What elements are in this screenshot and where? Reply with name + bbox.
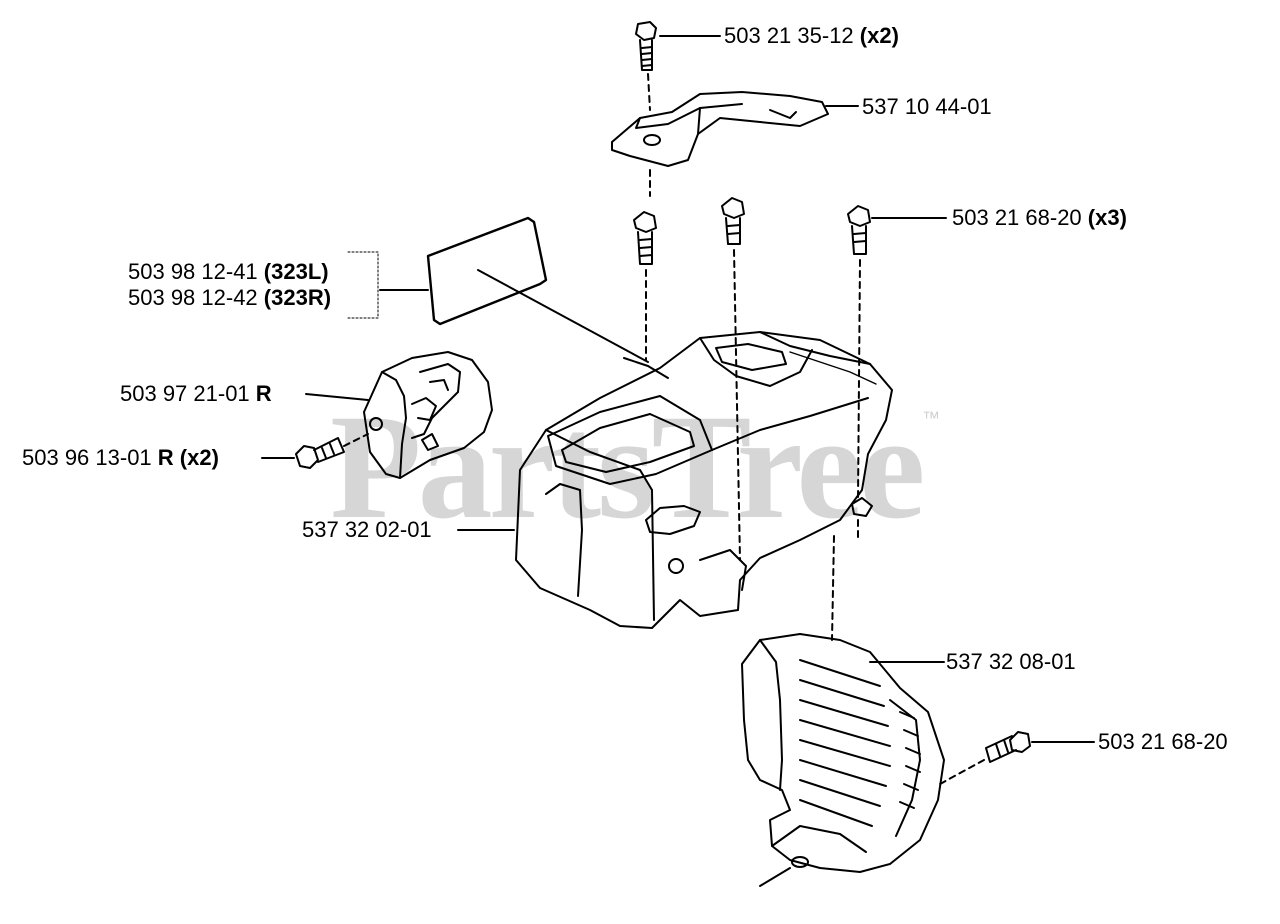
lower-screw	[985, 731, 1031, 763]
callout-lower-cover: 537 32 08-01	[946, 649, 1076, 674]
mid-screw-2	[721, 197, 745, 245]
trademark-mark: ™	[922, 408, 940, 428]
callout-screw-top: 503 21 35-12 (x2)	[724, 23, 899, 48]
side-screw	[295, 437, 345, 469]
callout-decal-r: 503 98 12-42 (323R)	[128, 285, 332, 310]
top-screw	[635, 21, 657, 71]
callout-lower-screw: 503 21 68-20	[1098, 729, 1228, 754]
bracket-decal	[347, 251, 379, 319]
leader-side-cover	[305, 393, 369, 401]
decal-plate	[426, 216, 548, 326]
side-cover	[363, 351, 493, 479]
callout-bracket: 537 10 44-01	[862, 94, 992, 119]
callout-main-cover: 537 32 02-01	[302, 517, 432, 542]
callout-decal-l: 503 98 12-41 (323L)	[128, 259, 329, 284]
callout-side-screw: 503 96 13-01 R (x2)	[22, 445, 219, 470]
mid-screw-3	[847, 205, 871, 255]
axis-top	[647, 73, 651, 111]
bracket	[611, 91, 829, 167]
callout-screws-mid: 503 21 68-20 (x3)	[952, 205, 1127, 230]
decal-to-cover	[477, 269, 649, 363]
mid-screw-1	[633, 211, 657, 265]
callout-side-cover: 503 97 21-01 R	[120, 381, 272, 406]
main-cover	[515, 331, 893, 629]
lower-cover	[741, 633, 945, 873]
